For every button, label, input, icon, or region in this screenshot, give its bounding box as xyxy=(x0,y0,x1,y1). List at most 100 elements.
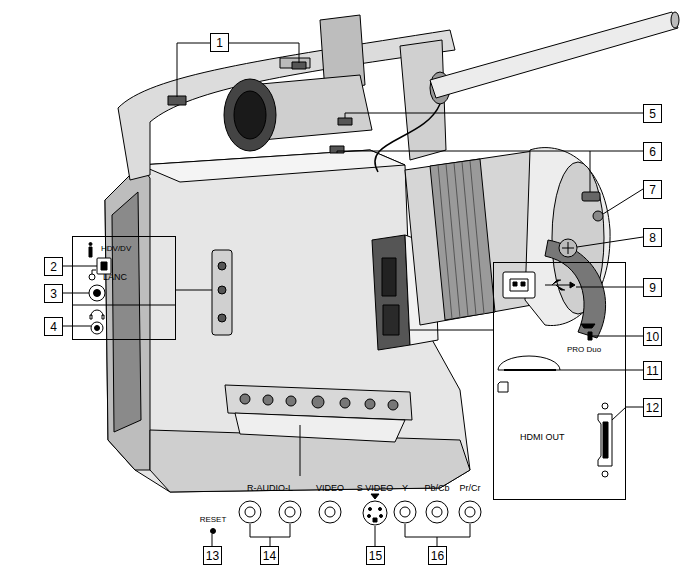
callout-box: 7 xyxy=(643,180,662,199)
inset-divider xyxy=(72,305,176,306)
s-video-pin xyxy=(369,508,372,511)
audio-jack xyxy=(285,507,295,517)
callout-box: 5 xyxy=(643,104,662,123)
panel-jack xyxy=(388,400,398,410)
component-jack xyxy=(394,501,416,523)
leader-line xyxy=(612,407,643,420)
callout-box: 16 xyxy=(428,546,447,565)
leader-line xyxy=(375,526,376,546)
door-opening xyxy=(372,235,410,350)
component-jack xyxy=(465,507,475,517)
headphone-jack xyxy=(95,326,100,331)
leader-line xyxy=(337,151,643,192)
inset-panel: HDV/DVLANC xyxy=(72,236,176,340)
s-video-pin xyxy=(379,508,382,511)
side-jack xyxy=(218,262,226,270)
s-video-jack xyxy=(363,501,387,525)
leader-line xyxy=(176,290,212,291)
port-label: Pr/Cr xyxy=(460,484,481,493)
lanc-jack xyxy=(94,290,101,297)
component-jack xyxy=(459,501,481,523)
usb-port xyxy=(503,272,535,298)
panel-jack xyxy=(365,399,375,409)
callout-box: 4 xyxy=(44,317,63,336)
leader-line xyxy=(212,534,213,546)
mic-end xyxy=(671,12,679,28)
s-video-pin xyxy=(368,515,371,518)
access-lamp xyxy=(588,332,592,340)
hdmi-port xyxy=(603,422,608,458)
hdv-port xyxy=(101,262,107,270)
handle-button xyxy=(168,96,186,105)
port-label: Y xyxy=(402,484,408,493)
jack-cover xyxy=(235,413,405,442)
leader-line xyxy=(592,336,643,337)
inset-panel: PRO DuoHDMI OUT xyxy=(493,262,626,500)
callout-box: 14 xyxy=(260,546,279,565)
zoom-lever xyxy=(582,192,600,201)
video-jack xyxy=(325,507,335,517)
eyecup xyxy=(224,79,276,151)
ilink-logo xyxy=(89,247,92,257)
leader-line xyxy=(300,425,301,476)
port-label: S VIDEO xyxy=(357,484,394,493)
hdmi-screw xyxy=(602,403,608,409)
callout-box: 13 xyxy=(203,546,222,565)
callout-number: 11 xyxy=(646,365,658,377)
handle xyxy=(118,30,455,180)
callout-box: 11 xyxy=(643,361,662,380)
callout-number: 1 xyxy=(216,37,223,49)
panel-jack xyxy=(286,396,296,406)
card-slot xyxy=(498,356,560,370)
callout-number: 14 xyxy=(263,550,276,562)
callout-number: 4 xyxy=(50,321,57,333)
leader-line xyxy=(560,370,643,371)
leader-line xyxy=(63,326,91,327)
hdv-port xyxy=(97,258,111,274)
callout-box: 10 xyxy=(643,327,662,346)
s-video-mark xyxy=(371,494,379,499)
port-label: R-AUDIO-L xyxy=(247,484,293,493)
body-top-face xyxy=(140,150,405,182)
usb-port xyxy=(521,282,525,286)
leader-line xyxy=(410,330,493,331)
panel-jack xyxy=(312,396,324,408)
callout-number: 2 xyxy=(50,261,57,273)
headphone-symbol xyxy=(90,310,104,319)
memory-stick-logo xyxy=(581,324,595,328)
callout-number: 9 xyxy=(649,282,656,294)
lanc-jack xyxy=(89,285,105,301)
door-slot xyxy=(383,305,399,335)
switch xyxy=(338,118,352,125)
leader-line xyxy=(177,43,299,97)
callout-number: 13 xyxy=(206,550,219,562)
leader-line xyxy=(576,287,643,288)
port-label: VIDEO xyxy=(316,484,344,493)
dial xyxy=(559,239,577,257)
leader-line xyxy=(577,237,643,247)
panel-jack xyxy=(240,394,250,404)
callout-number: 12 xyxy=(646,402,659,414)
usb-port xyxy=(513,282,517,286)
card-slot xyxy=(504,369,556,371)
reset-hole xyxy=(211,529,216,534)
usb-port xyxy=(510,279,528,291)
leader-bracket xyxy=(250,524,290,546)
usb-symbol xyxy=(545,280,575,290)
side-jack xyxy=(218,286,226,294)
callout-number: 7 xyxy=(649,184,656,196)
callout-number: 6 xyxy=(649,146,656,158)
card-icon xyxy=(498,382,508,392)
headphone-jack xyxy=(91,322,103,334)
callout-box: 15 xyxy=(366,546,385,565)
callout-box: 6 xyxy=(643,142,662,161)
body-rear-face xyxy=(105,165,150,470)
side-jack-panel xyxy=(212,250,232,335)
leader-line xyxy=(603,189,643,214)
callout-box: 9 xyxy=(643,278,662,297)
component-jack xyxy=(426,501,448,523)
lanc-symbol xyxy=(89,274,95,280)
port-label: LANC xyxy=(103,273,127,282)
microphone xyxy=(430,12,678,98)
callout-box: 1 xyxy=(210,33,229,52)
